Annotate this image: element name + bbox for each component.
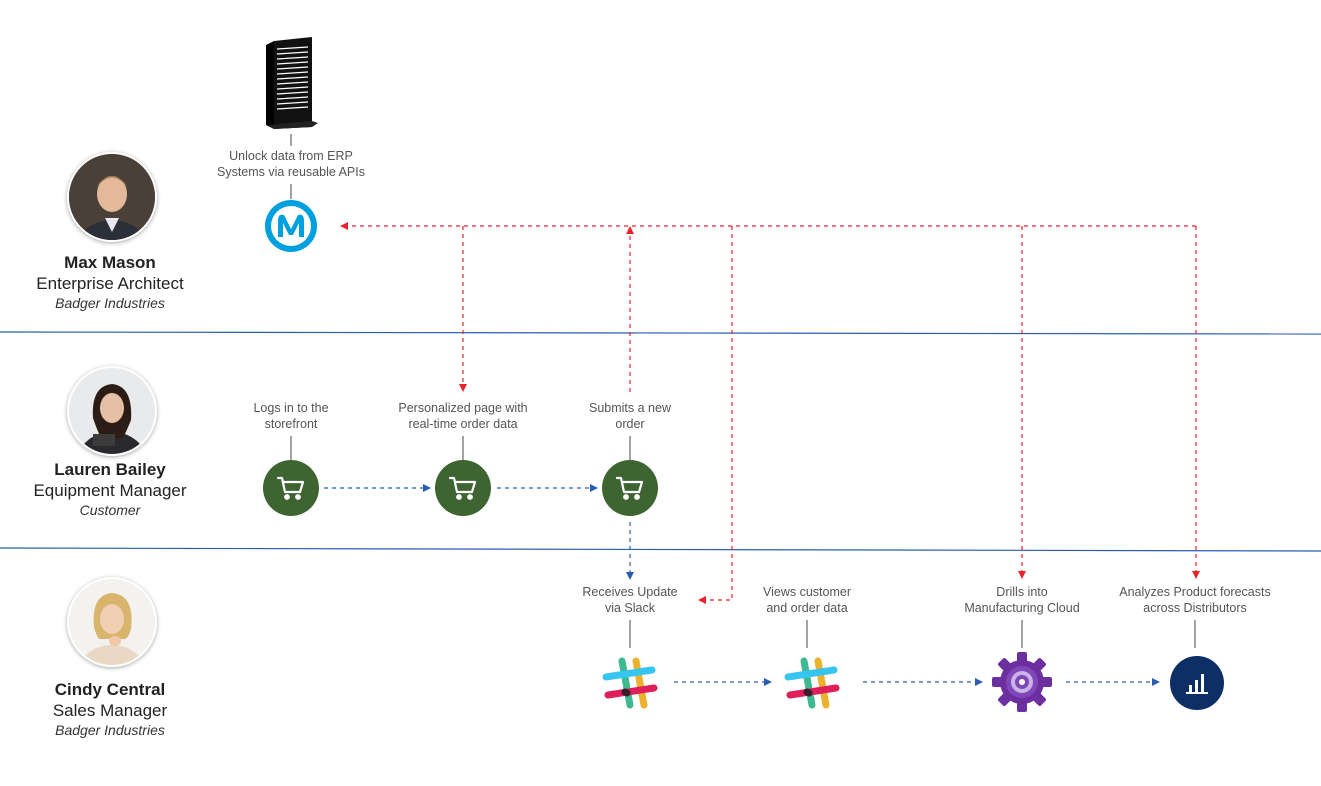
caption-line: storefront [264,417,318,431]
persona-org: Badger Industries [55,722,165,738]
caption-line: and order data [766,601,848,615]
caption-line: Receives Update [582,585,678,599]
caption-line: Views customer [763,585,851,599]
caption-submit: Submits a new order [540,400,720,432]
caption-login: Logs in to the storefront [201,400,381,432]
persona-lauren-bailey: Lauren Bailey Equipment Manager Customer [0,459,220,520]
slack-icon [602,655,658,711]
shopping-cart-icon [435,460,491,516]
caption-analyzes: Analyzes Product forecasts across Distri… [1095,584,1295,616]
caption-line: Submits a new [589,401,671,415]
slack-icon [784,655,840,711]
avatar-max-mason [67,152,157,242]
persona-role: Enterprise Architect [36,274,184,293]
caption-personalized: Personalized page with real-time order d… [373,400,553,432]
caption-line: Manufacturing Cloud [964,601,1080,615]
mulesoft-icon [264,199,318,253]
server-tower-icon [262,35,322,131]
caption-line: Analyzes Product forecasts [1119,585,1271,599]
caption-line: order [615,417,645,431]
caption-erp: Unlock data from ERP Systems via reusabl… [201,148,381,180]
bar-chart-icon [1170,656,1224,710]
caption-line: via Slack [604,601,656,615]
caption-line: across Distributors [1143,601,1247,615]
shopping-cart-icon [602,460,658,516]
caption-views: Views customer and order data [717,584,897,616]
gear-icon [991,651,1053,713]
caption-drills: Drills into Manufacturing Cloud [932,584,1112,616]
lane-divider-top [0,331,1321,335]
shopping-cart-icon [263,460,319,516]
persona-name: Cindy Central [54,680,166,699]
avatar-lauren-bailey [67,366,157,456]
caption-line: Systems via reusable APIs [217,165,365,179]
persona-max-mason: Max Mason Enterprise Architect Badger In… [0,252,220,313]
persona-cindy-central: Cindy Central Sales Manager Badger Indus… [0,679,220,740]
caption-line: Drills into [996,585,1048,599]
api-to-slack-update [698,226,733,604]
persona-role: Equipment Manager [33,481,187,500]
caption-line: Unlock data from ERP [229,149,353,163]
lane-divider-bottom [0,547,1321,552]
caption-line: Personalized page with [398,401,528,415]
persona-org: Customer [79,502,141,518]
caption-line: Logs in to the [253,401,329,415]
persona-name: Max Mason [64,253,156,272]
caption-slack-update: Receives Update via Slack [540,584,720,616]
avatar-cindy-central [67,577,157,667]
persona-org: Badger Industries [55,295,165,311]
persona-role: Sales Manager [52,701,168,720]
caption-line: real-time order data [408,417,518,431]
persona-name: Lauren Bailey [54,460,166,479]
